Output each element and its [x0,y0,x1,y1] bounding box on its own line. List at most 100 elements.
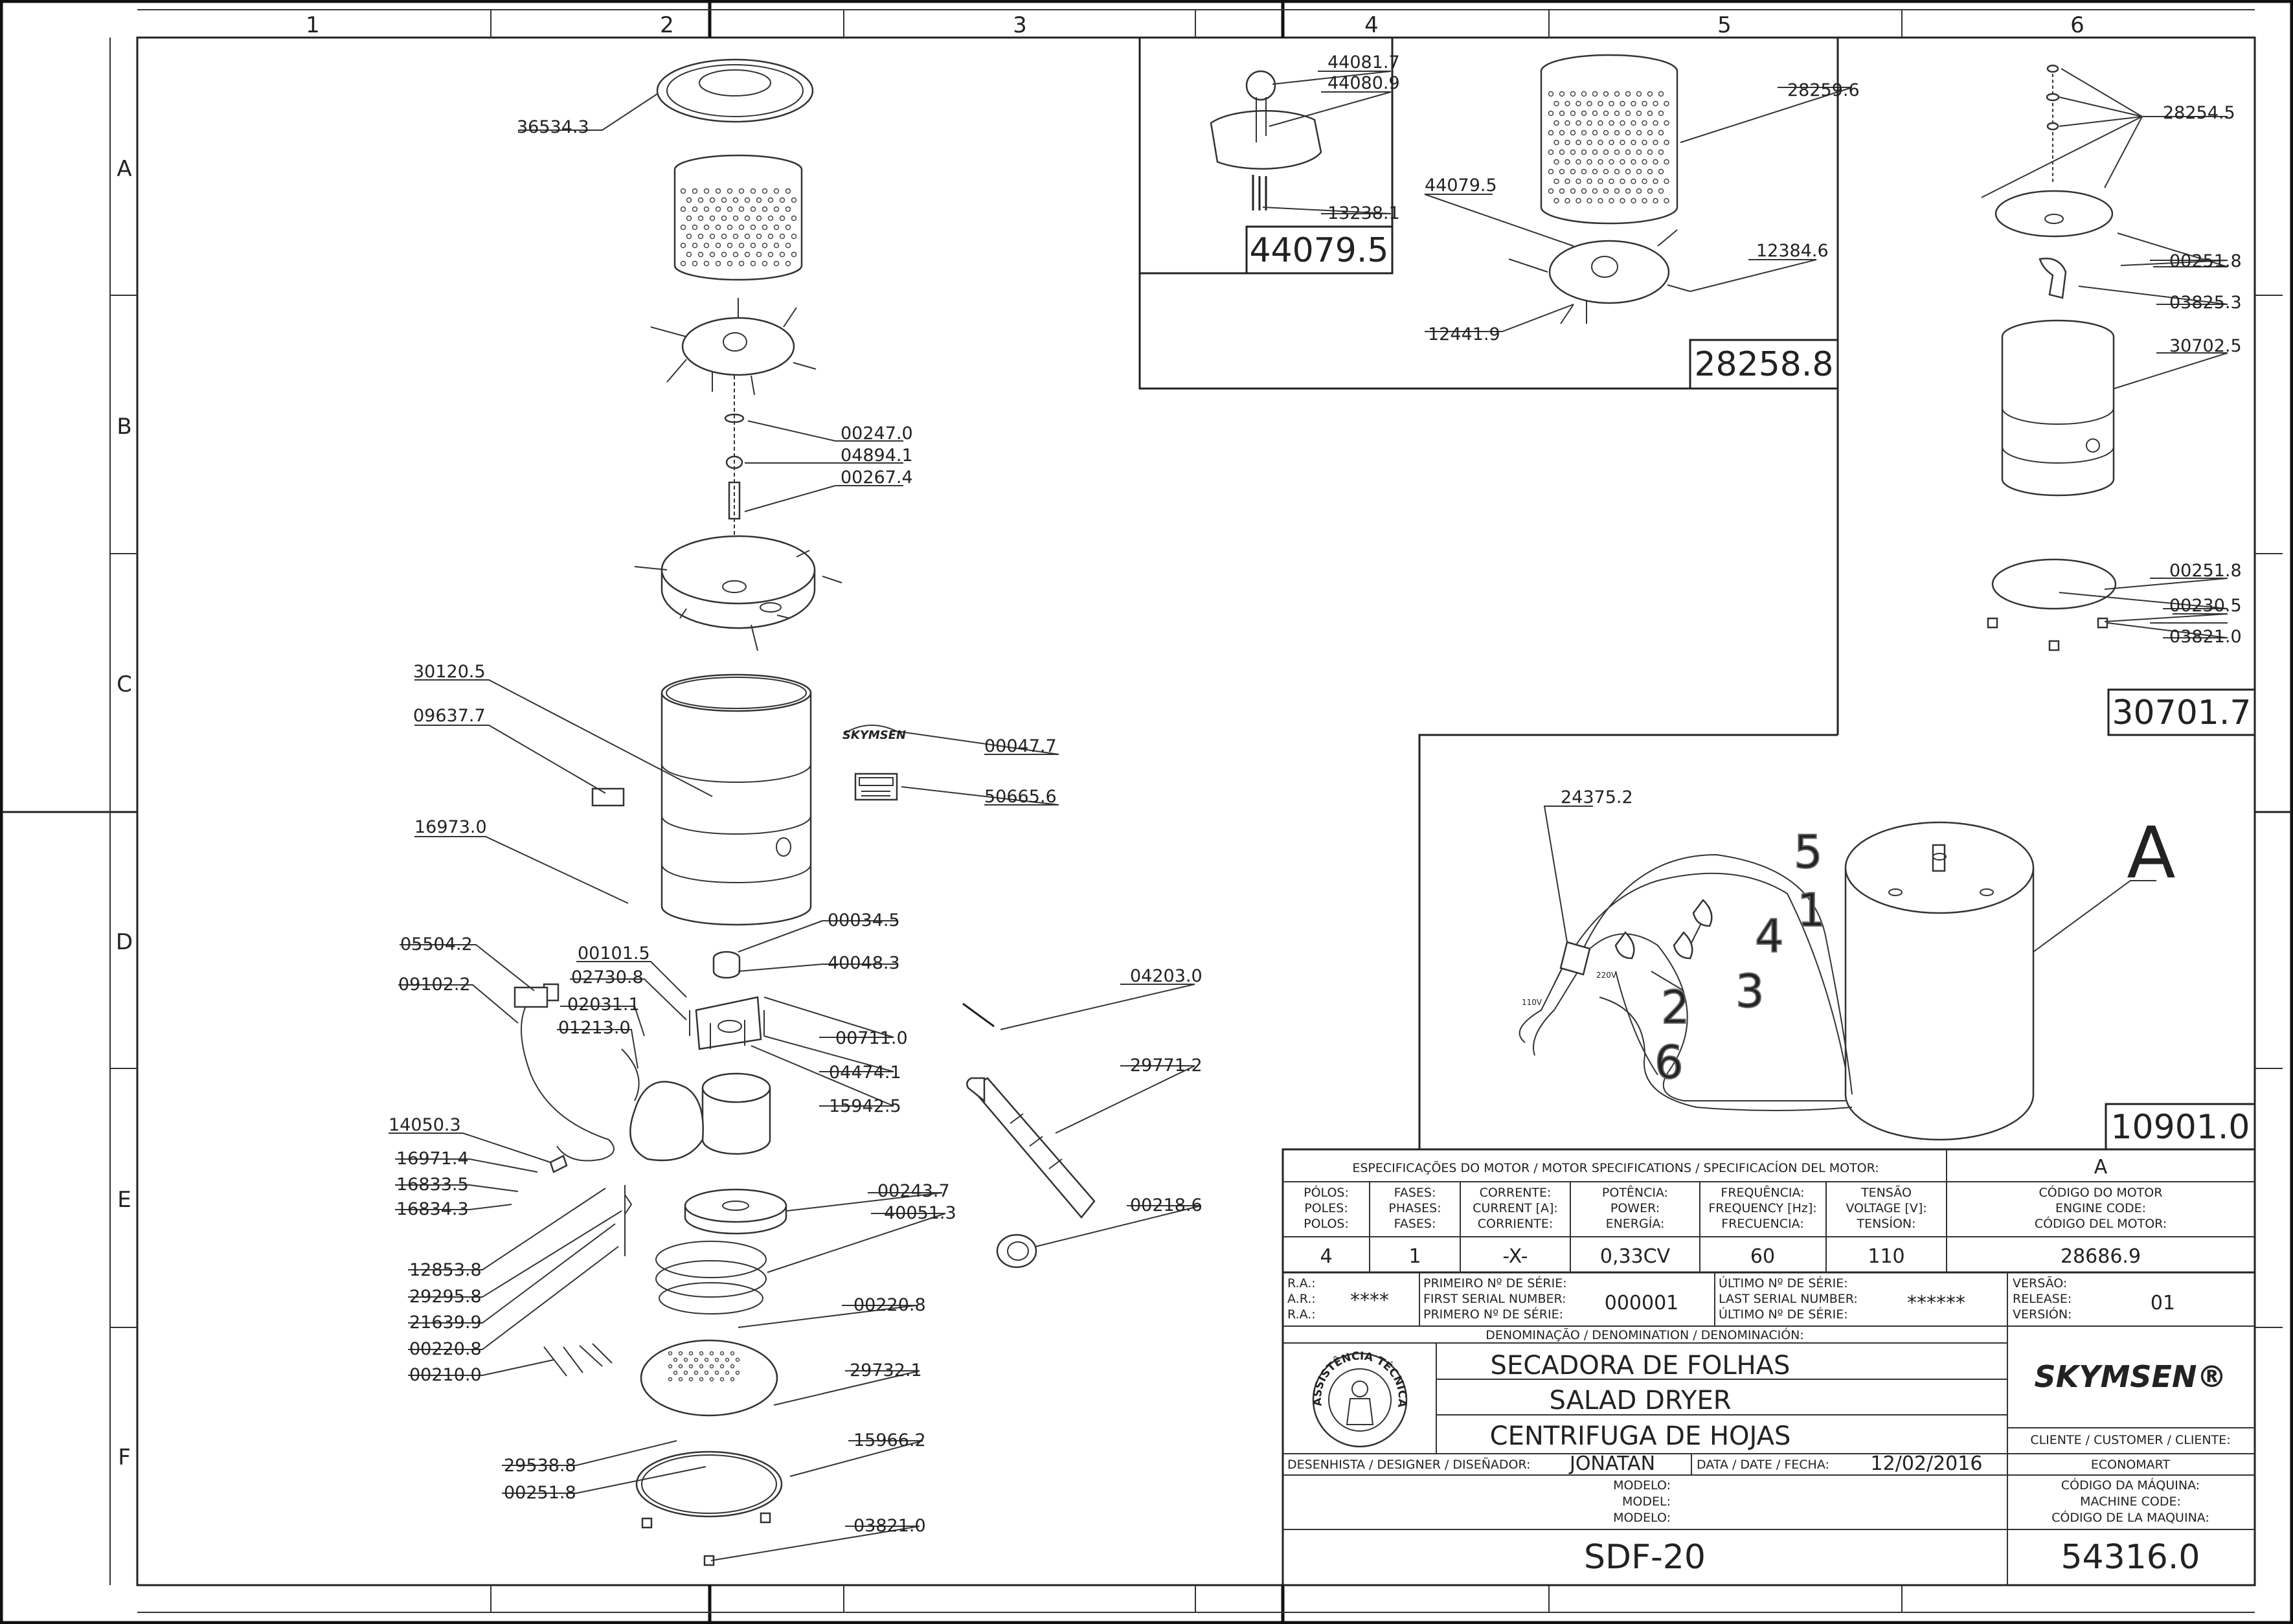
callout-02730-8: 02730.8 [571,967,644,987]
perforation-dot [680,242,686,249]
perforation-dot [709,233,716,240]
spec-label: CORRIENTE: [1478,1217,1553,1231]
perforation-dot [1653,159,1658,165]
perforation-dot [773,206,780,212]
perforation-dot [779,215,785,221]
perforation-dot [785,260,791,267]
perforation-dot [692,260,698,267]
perforation-dot [1620,120,1625,126]
perforation-dot [1614,130,1620,136]
perforation-dot [727,206,733,212]
perforation-dot [1598,100,1603,107]
date-value: 12/02/2016 [1871,1452,1983,1475]
tube [966,1077,1096,1219]
spec-label: ENERGÍA: [1606,1216,1665,1231]
perforation-dot [1581,130,1587,136]
grid-row-e: E [117,1187,131,1213]
spec-label: TENSÍON: [1856,1216,1915,1231]
spec-label: CÓDIGO DO MOTOR [2039,1184,2163,1200]
perforation-dot [1587,139,1592,146]
perforation-dot [1625,110,1631,117]
perforation-dot [1647,91,1653,97]
callout-00101-5: 00101.5 [578,943,650,964]
drum-small-label [591,787,625,807]
perforation-dot [1636,110,1642,117]
perforation-dot [1636,188,1642,194]
perforation-dot [730,1351,735,1356]
perforation-dot [1564,120,1570,126]
grid-col-5: 5 [1717,12,1732,38]
perforation-dot [730,1377,735,1382]
base-plate [640,1339,778,1417]
perforation-dot [744,197,751,203]
perforation-dot [773,260,780,267]
perforation-dot [1625,91,1631,97]
callout-12853-8: 12853.8 [409,1260,482,1280]
perforation-dot [1653,197,1658,204]
callout-00243-7: 00243.7 [877,1181,950,1201]
last-serial-label: LAST SERIAL NUMBER: [1719,1292,1858,1306]
spec-value: -X- [1502,1245,1528,1268]
callout-04474-1: 04474.1 [829,1063,901,1083]
perforation-dot [785,188,791,194]
first-serial-label: FIRST SERIAL NUMBER: [1423,1292,1566,1306]
perforation-dot [1658,188,1664,194]
perforation-dot [767,197,774,203]
perforation-dot [1576,197,1581,204]
perforation-dot [697,251,704,258]
perforation-dot [1658,149,1664,155]
spec-label: TENSÃO [1860,1185,1912,1200]
perforation-dot [1570,149,1576,155]
spec-value: 110 [1868,1245,1904,1268]
perforation-dot [738,260,745,267]
perforation-dot [709,1351,714,1356]
perforation-dot [785,206,791,212]
assembly-30701-label: 30701.7 [2112,694,2251,732]
perforation-dot [1614,110,1620,117]
spec-value: 1 [1408,1245,1421,1268]
ra-label: R.A.: [1287,1276,1316,1291]
perforation-dot [715,242,721,249]
spec-label: POTÊNCIA: [1602,1185,1668,1200]
motor-spec-letter: A [2094,1156,2108,1179]
perforation-dot [668,1364,673,1369]
belt [655,1241,767,1314]
callout-labels: 36534.3 00247.0 04894.1 00267.4 30120.5 … [389,117,1203,1536]
wire-number-5: 5 [1794,826,1823,879]
perforation-dot [683,1357,688,1362]
perforation-dot [1548,168,1554,175]
perforation-dot [1553,178,1559,185]
perforation-dot [1592,110,1598,117]
perforation-dot [673,1370,678,1375]
perforation-dot [1664,178,1669,185]
perforation-dot [678,1351,683,1356]
perforation-dot [673,1357,678,1362]
ra-label: A.R.: [1287,1292,1316,1306]
motor-letter: A [2127,811,2175,894]
perforation-dot [1587,197,1592,204]
grid-col-2: 2 [660,12,674,38]
perforation-dot [709,197,716,203]
perforation-dot [1548,149,1554,155]
first-serial-label: PRIMEIRO Nº DE SÉRIE: [1423,1276,1567,1291]
spec-label: CURRENT [A]: [1473,1201,1558,1215]
perforation-dot [704,1357,709,1362]
callout-13238-1: 13238.1 [1327,203,1400,223]
grid-row-a: A [117,156,131,182]
model-label-en: MODEL: [1622,1494,1671,1509]
perforation-dot [1603,188,1609,194]
first-serial-field: PRIMEIRO Nº DE SÉRIE: FIRST SERIAL NUMBE… [1423,1276,1678,1322]
perforation-dot [750,242,756,249]
perforation-dot [779,233,785,240]
perforation-dot [756,251,762,258]
first-serial-label: PRIMERO Nº DE SÉRIE: [1423,1307,1563,1322]
customer-value: ECONOMART [2091,1458,2171,1472]
perforation-dot [692,188,698,194]
perforation-dot [744,233,751,240]
perforation-dot [1581,91,1587,97]
perforation-dot [1620,159,1625,165]
grommet [996,1234,1037,1269]
perforation-dot [1636,91,1642,97]
perforation-dot [1642,197,1647,204]
last-serial-field: ÚLTIMO Nº DE SÉRIE: LAST SERIAL NUMBER: … [1719,1275,1965,1322]
